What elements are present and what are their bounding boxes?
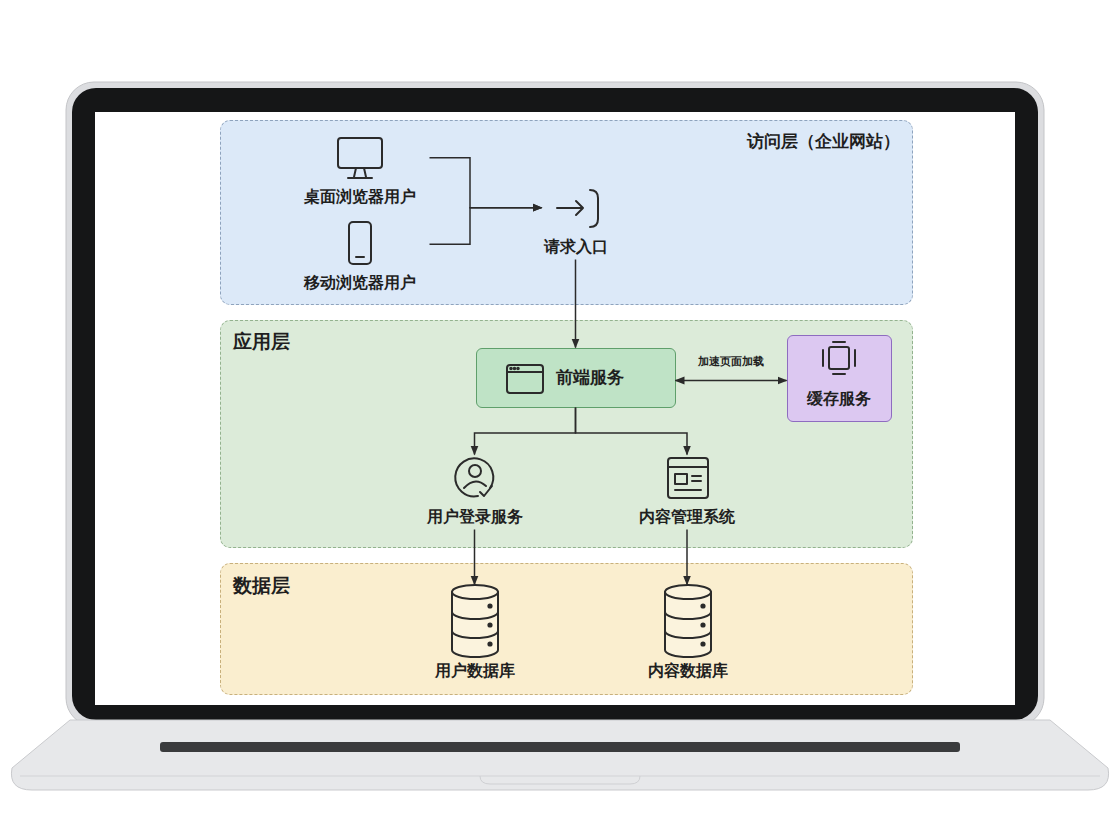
connector-arrow — [430, 208, 542, 245]
database-node: 用户数据库 — [415, 585, 535, 685]
connector-arrow — [676, 380, 787, 382]
service-node: 用户登录服务 — [410, 455, 540, 530]
layer-band: 访问层（企业网站） 桌面浏览器用户移动浏览器用户 请求入口 — [220, 120, 913, 305]
user-check-icon — [455, 458, 493, 496]
node-label: 用户登录服务 — [410, 507, 540, 527]
connector-arrow — [474, 530, 476, 585]
laptop-bezel — [72, 88, 1038, 720]
node-label: 桌面浏览器用户 — [290, 187, 430, 207]
node-label: 内容数据库 — [628, 661, 748, 681]
node-label: 请求入口 — [536, 237, 616, 257]
connector-arrow — [576, 408, 688, 455]
user-node: 移动浏览器用户 — [290, 220, 430, 295]
service-box: 前端服务 — [476, 348, 676, 408]
connector-arrow — [430, 158, 542, 208]
node-label: 缓存服务 — [788, 389, 890, 409]
node-label: 移动浏览器用户 — [290, 273, 430, 293]
phone-icon — [349, 222, 371, 264]
layer-band: 数据层用户数据库 内容数据库 — [220, 563, 913, 695]
laptop-screen — [95, 112, 1015, 705]
service-node: 内容管理系统 — [625, 455, 750, 530]
cache-box: 缓存服务 — [787, 335, 892, 422]
edge-label: 加速页面加载 — [671, 354, 791, 369]
window-icon — [507, 365, 543, 393]
band-title: 应用层 — [233, 330, 290, 354]
entry-icon — [557, 190, 598, 227]
node-label: 用户数据库 — [415, 661, 535, 681]
laptop-base — [11, 720, 1108, 790]
database-node: 内容数据库 — [628, 585, 748, 685]
connector-arrow — [475, 408, 576, 455]
database-icon — [665, 585, 711, 657]
user-node: 桌面浏览器用户 — [290, 135, 430, 210]
connector-arrow — [686, 530, 688, 585]
laptop-notch — [480, 776, 640, 784]
band-title: 数据层 — [233, 574, 290, 598]
cms-icon — [668, 458, 708, 498]
node-label: 内容管理系统 — [625, 507, 750, 527]
layer-band: 应用层前端服务缓存服务用户登录服务 内容管理系统 — [220, 320, 913, 548]
entry-node: 请求入口 — [542, 188, 610, 260]
node-label: 前端服务 — [556, 349, 624, 406]
band-title: 访问层（企业网站） — [747, 131, 900, 152]
connector-arrow — [575, 260, 577, 348]
laptop-hinge — [160, 742, 960, 752]
monitor-icon — [338, 138, 382, 178]
cache-icon — [823, 342, 855, 374]
database-icon — [452, 585, 498, 657]
laptop-lid — [66, 82, 1044, 726]
laptop-edge — [20, 776, 1100, 777]
